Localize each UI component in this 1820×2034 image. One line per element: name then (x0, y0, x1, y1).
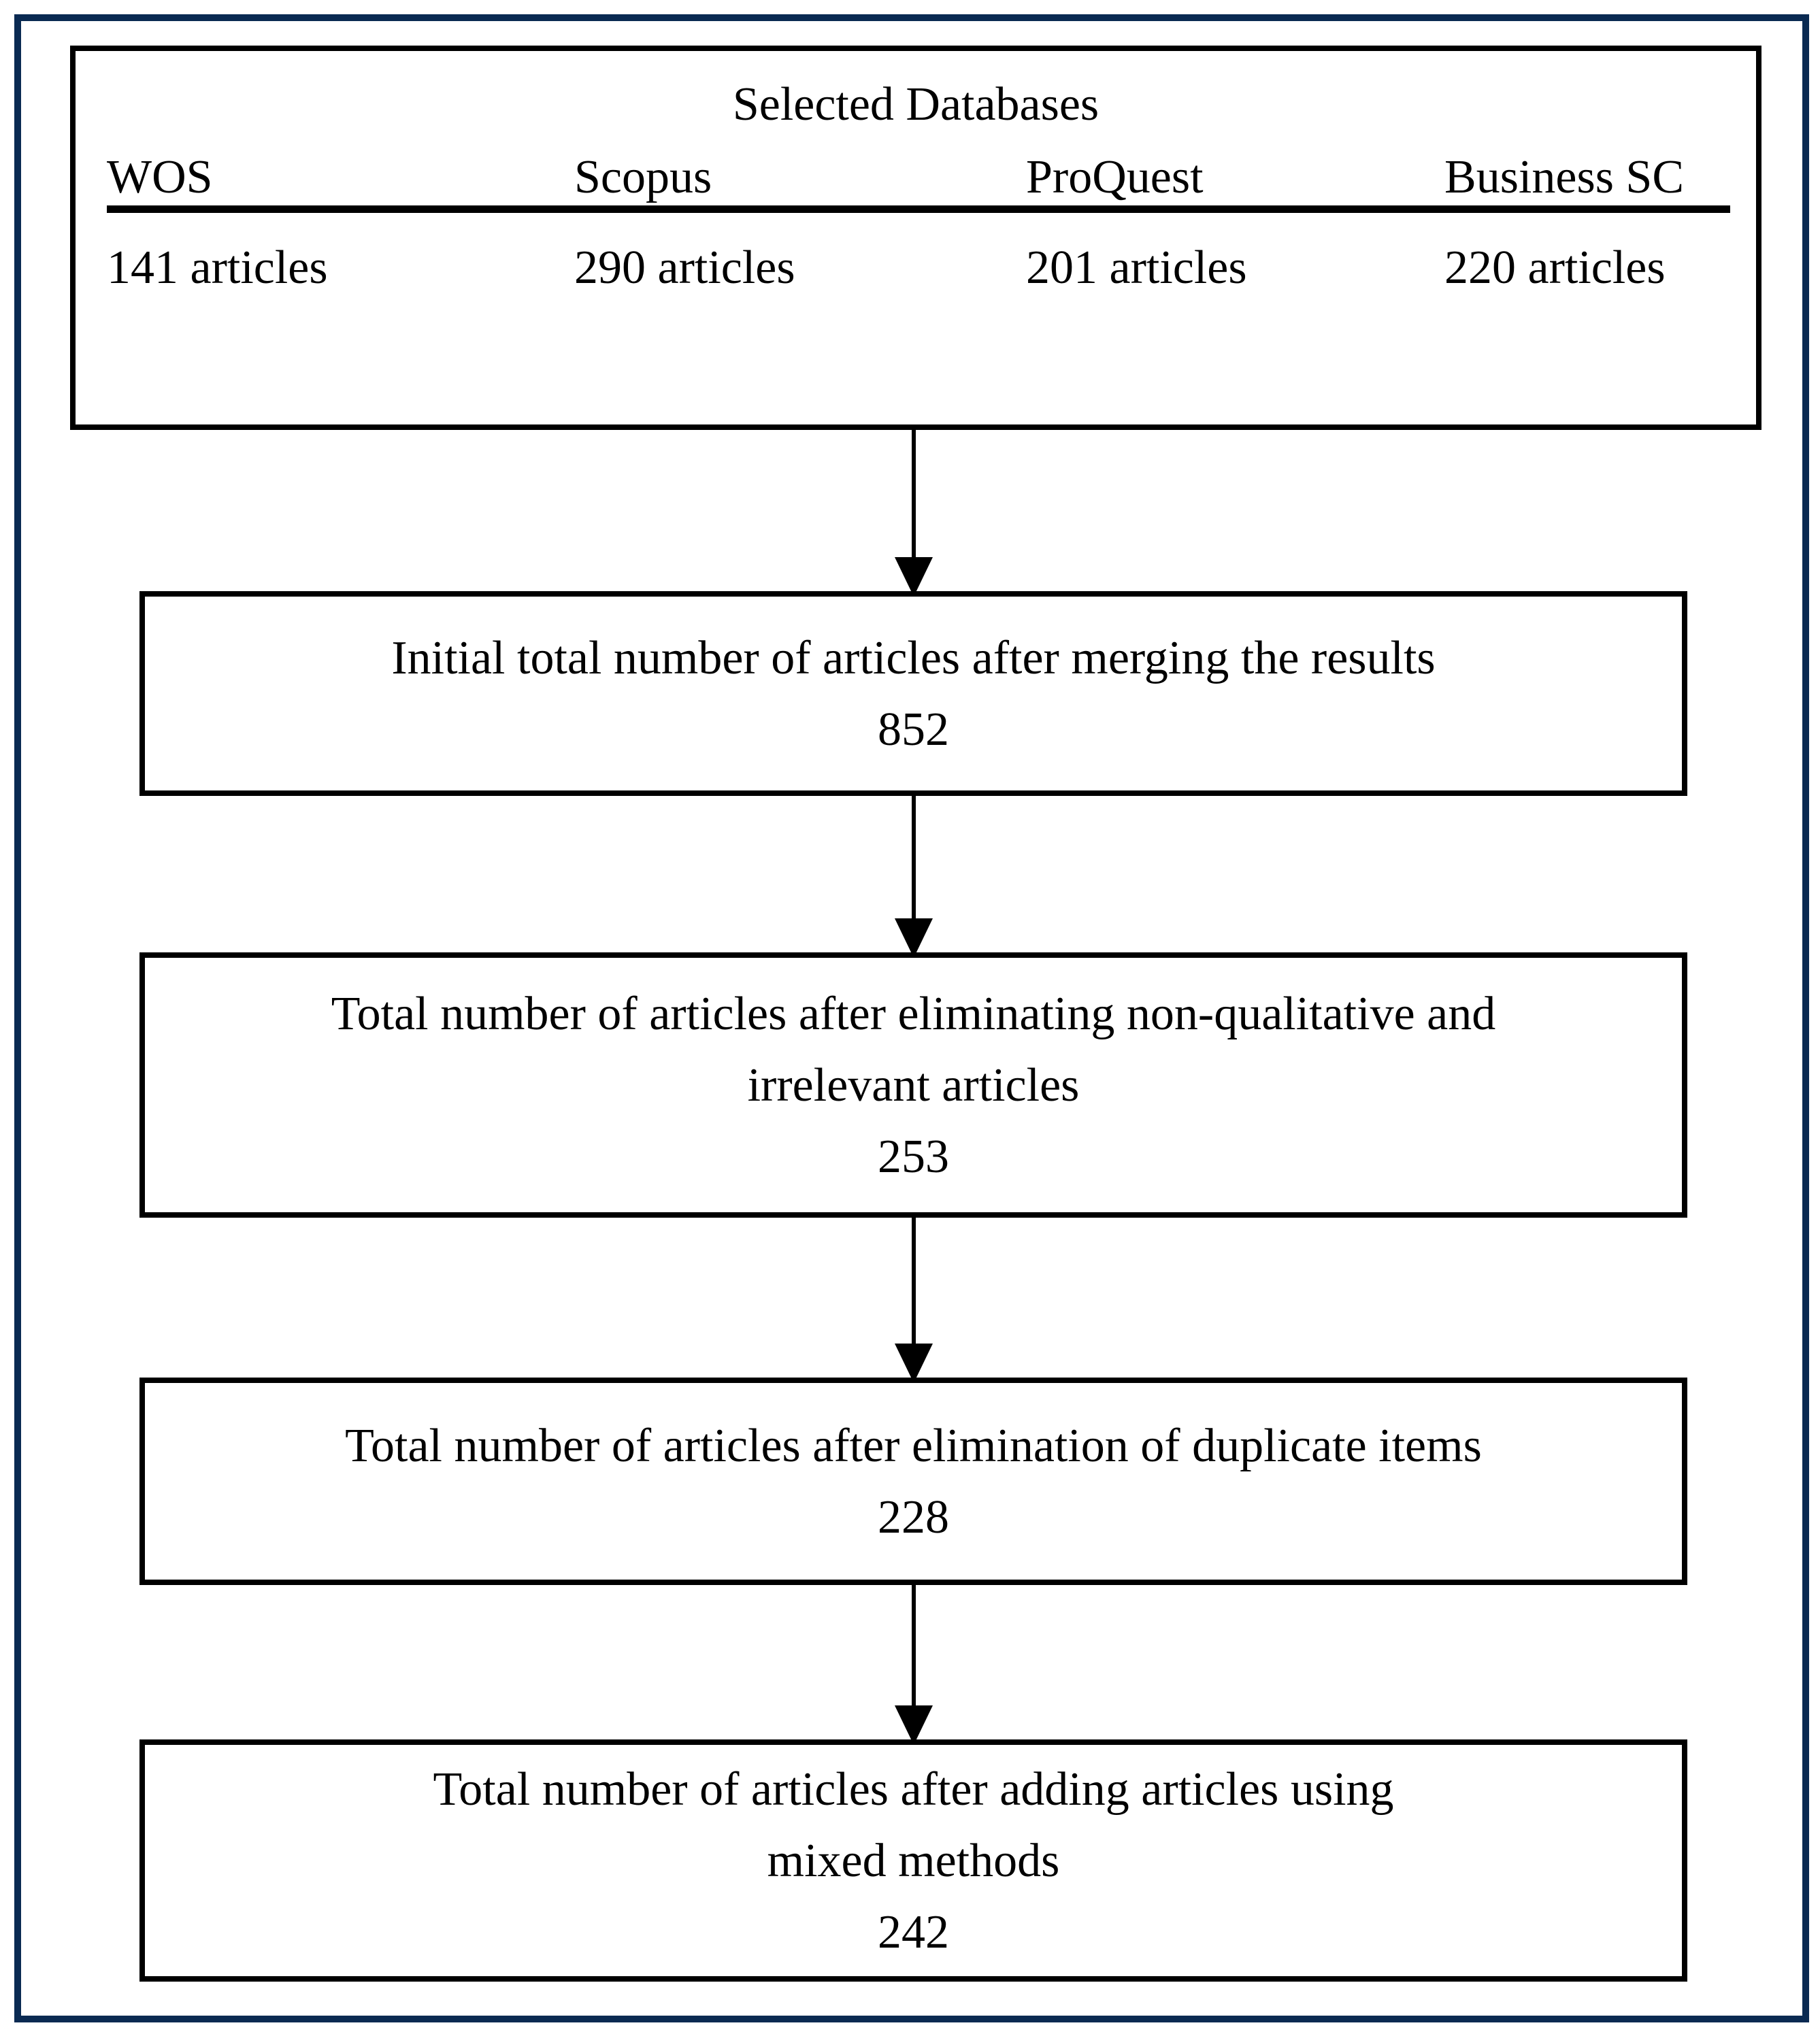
databases-table: WOS Scopus ProQuest Business SC 141 arti… (107, 152, 1730, 294)
box-after-eliminating-non-qualitative: Total number of articles after eliminati… (139, 952, 1687, 1218)
down-arrow-icon (895, 1705, 933, 1745)
down-arrow-icon (895, 918, 933, 958)
box-after-adding-mixed-methods: Total number of articles after adding ar… (139, 1739, 1687, 1982)
step-value: 242 (878, 1905, 949, 1958)
down-arrow-line (912, 1584, 916, 1707)
box-after-duplicate-elimination: Total number of articles after eliminati… (139, 1378, 1687, 1585)
db-header-proquest: ProQuest (1026, 151, 1204, 203)
down-arrow-line (912, 1216, 916, 1346)
step-text: irrelevant articles (747, 1058, 1080, 1112)
step-value: 253 (878, 1130, 949, 1183)
db-count-business-sc: 220 articles (1444, 241, 1666, 294)
step-text: mixed methods (767, 1834, 1060, 1887)
step-text: Total number of articles after eliminati… (345, 1419, 1482, 1472)
databases-counts-row: 141 articles 290 articles 201 articles 2… (107, 241, 1730, 294)
step-text: Total number of articles after adding ar… (433, 1763, 1394, 1816)
databases-title: Selected Databases (732, 78, 1099, 131)
down-arrow-icon (895, 557, 933, 597)
db-count-scopus: 290 articles (574, 241, 795, 294)
db-header-business-sc: Business SC (1444, 151, 1685, 203)
box-initial-total-merged: Initial total number of articles after m… (139, 591, 1687, 796)
step-value: 852 (878, 703, 949, 756)
db-count-proquest: 201 articles (1026, 241, 1247, 294)
selected-databases-box: Selected Databases WOS Scopus ProQuest B… (70, 46, 1761, 430)
step-text: Total number of articles after eliminati… (331, 987, 1496, 1040)
db-count-wos: 141 articles (107, 241, 328, 294)
db-header-scopus: Scopus (574, 151, 712, 203)
databases-header-row: WOS Scopus ProQuest Business SC (107, 152, 1730, 213)
down-arrow-icon (895, 1344, 933, 1383)
db-header-wos: WOS (107, 151, 213, 203)
down-arrow-line (912, 795, 916, 920)
step-value: 228 (878, 1490, 949, 1544)
down-arrow-line (912, 430, 916, 559)
step-text: Initial total number of articles after m… (391, 631, 1436, 684)
